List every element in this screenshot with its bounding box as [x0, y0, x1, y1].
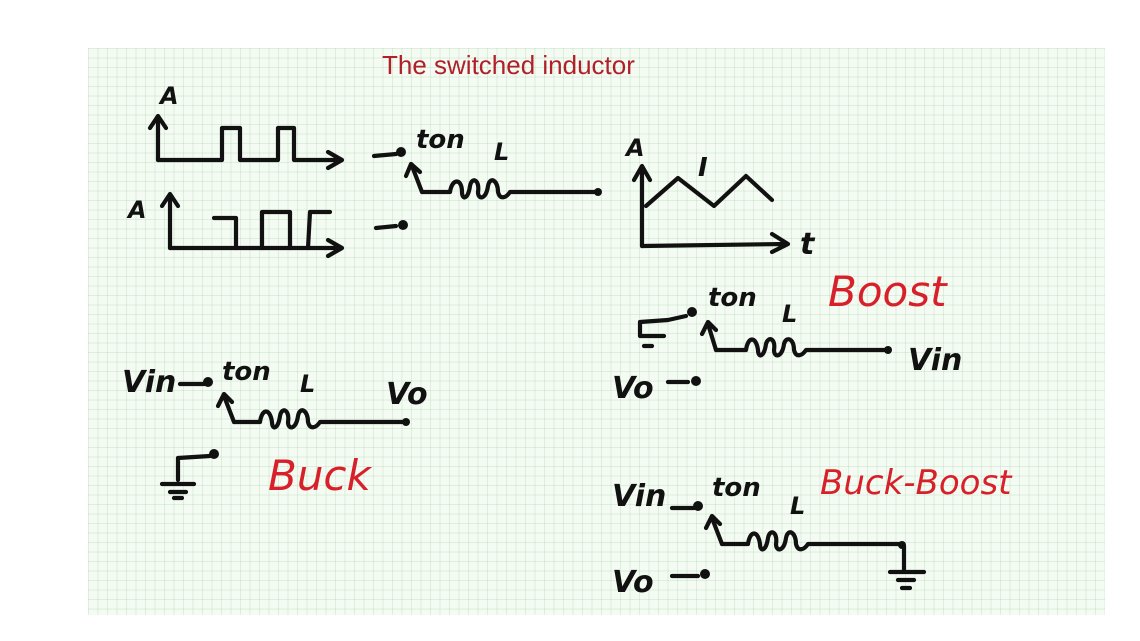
- graph-x-label: t: [800, 227, 816, 262]
- inductor-current-graph: A t I: [624, 134, 816, 262]
- buck-boost-output-label: Vo: [612, 565, 654, 600]
- pulse-waveform-bottom: A: [126, 191, 345, 259]
- pulse-waveform-top: A: [147, 82, 345, 171]
- boost-circuit: ton L Vin Vo Boost: [612, 267, 962, 406]
- axis-label-a-bottom: A: [126, 196, 147, 224]
- buck-boost-switch-label: ton: [712, 473, 761, 503]
- buck-inductor-label: L: [300, 370, 315, 398]
- boost-input-label: Vin: [908, 343, 962, 378]
- buck-boost-title: Buck-Boost: [820, 463, 1013, 503]
- boost-output-label: Vo: [612, 371, 654, 406]
- buck-boost-inductor-label: L: [790, 492, 805, 520]
- boost-switch-label: ton: [708, 283, 757, 313]
- inductor-label: L: [494, 138, 509, 166]
- buck-switch-label: ton: [222, 357, 271, 387]
- axis-label-a-top: A: [158, 82, 179, 110]
- boost-title: Boost: [828, 267, 948, 316]
- buck-title: Buck: [268, 451, 373, 500]
- buck-output-label: Vo: [386, 377, 428, 412]
- grid-paper-board: [88, 48, 1105, 615]
- switch-label-ton: ton: [416, 125, 465, 155]
- buck-input-label: Vin: [122, 365, 176, 400]
- diagram-title: The switched inductor: [382, 50, 635, 80]
- buck-circuit: Vin ton L Vo Buck: [122, 357, 428, 501]
- buck-boost-input-label: Vin: [612, 479, 666, 514]
- graph-y-label: A: [624, 134, 645, 162]
- switched-inductor-circuit: ton L: [371, 125, 602, 231]
- boost-inductor-label: L: [782, 300, 797, 328]
- buck-boost-circuit: Vin ton L Vo Buck-Boost: [612, 463, 1013, 600]
- current-label-i: I: [698, 153, 708, 183]
